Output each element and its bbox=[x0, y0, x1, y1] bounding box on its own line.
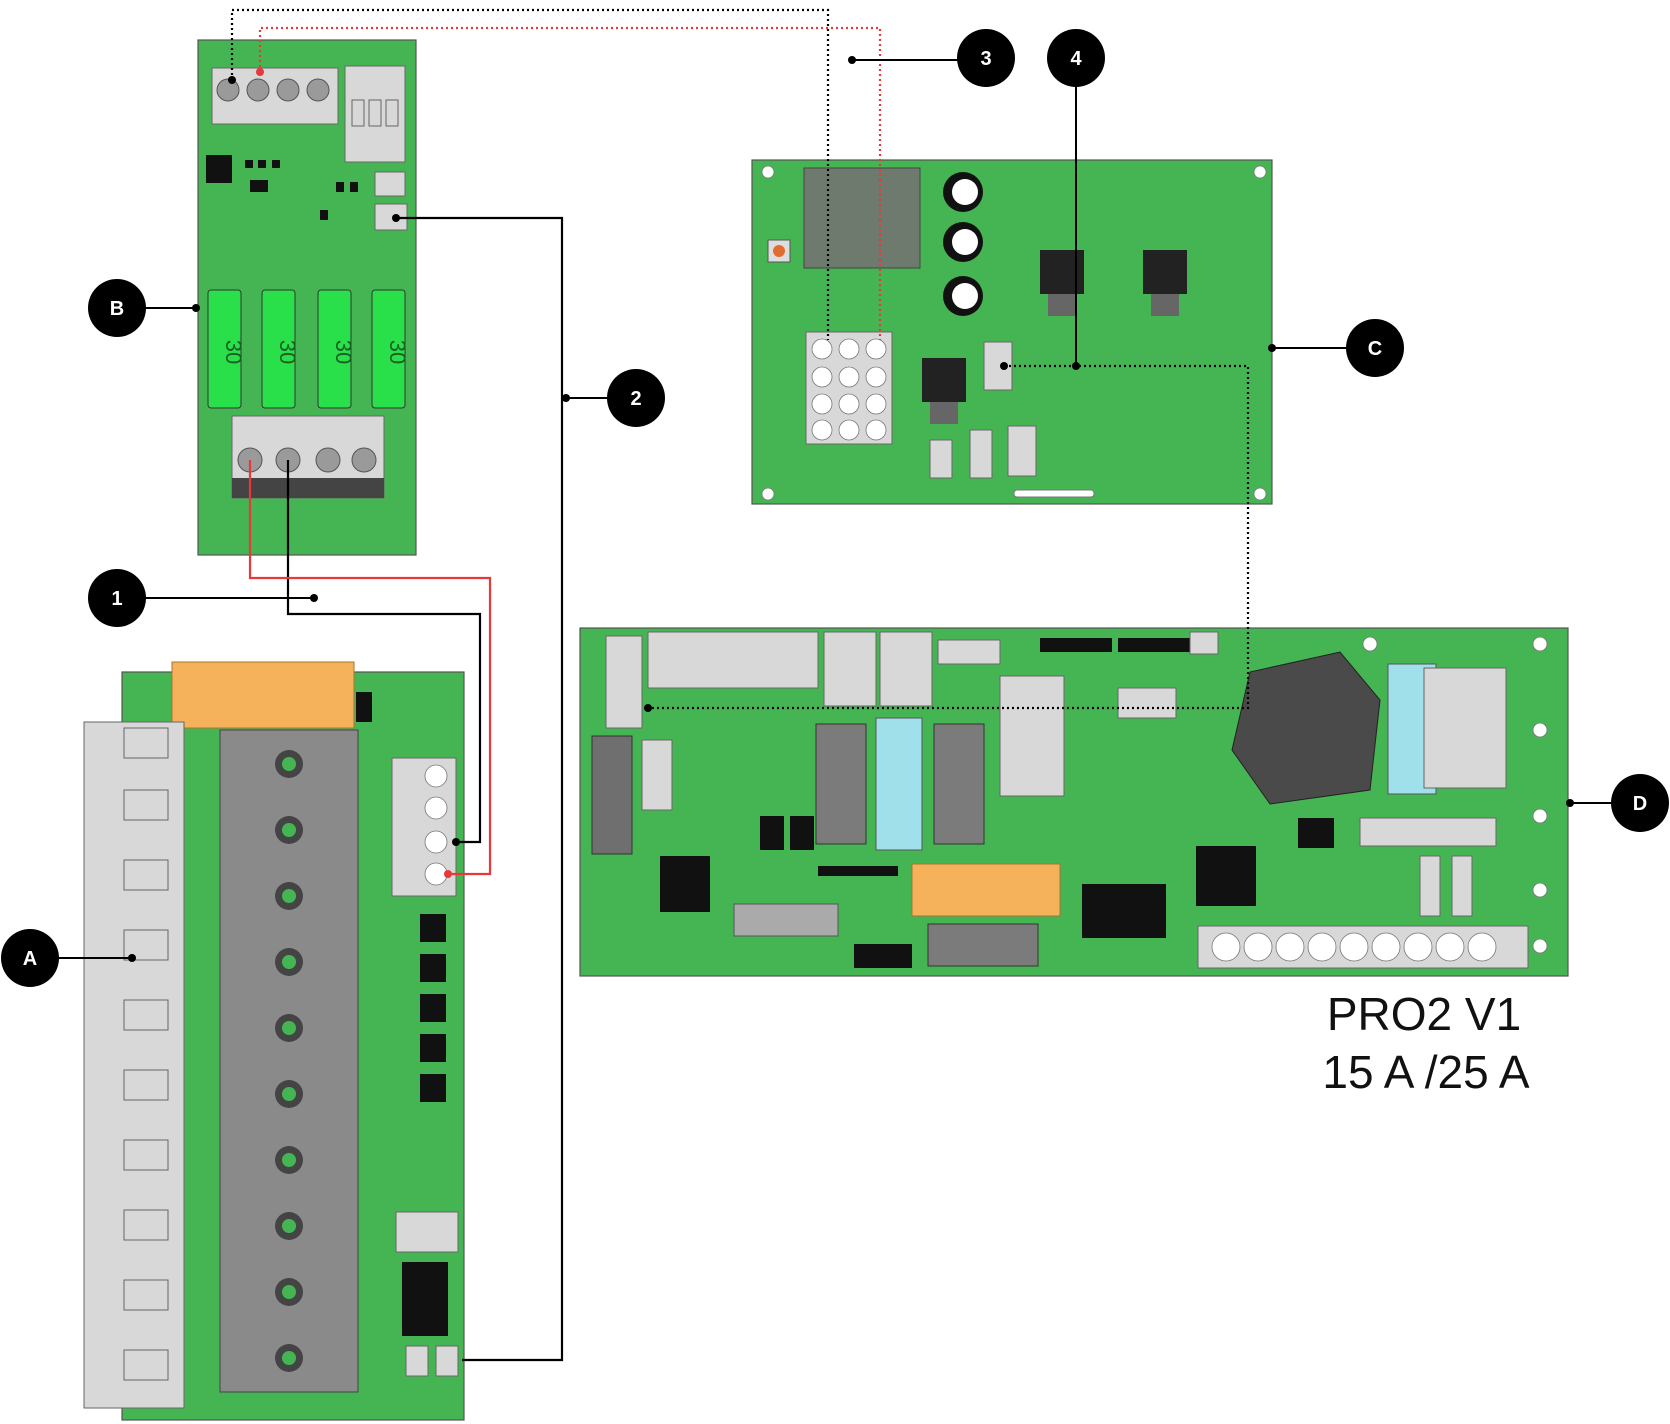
wire-2 bbox=[396, 216, 564, 1362]
capacitors bbox=[943, 172, 983, 316]
board-a-relay-column bbox=[219, 729, 359, 1393]
callout-1: 1 bbox=[88, 569, 318, 627]
callout-1-label: 1 bbox=[111, 588, 122, 610]
wire-3-red bbox=[258, 26, 882, 340]
board-a-ics bbox=[420, 914, 446, 1102]
callout-3-label: 3 bbox=[980, 48, 991, 70]
board-b: 30 30 30 30 bbox=[197, 39, 417, 556]
fuse: 30 bbox=[371, 289, 410, 409]
board-a bbox=[83, 661, 465, 1421]
fuse-row: 30 30 30 30 bbox=[207, 289, 410, 409]
board-d-capacitor bbox=[1231, 651, 1381, 805]
wire-4 bbox=[648, 364, 1250, 710]
board-d bbox=[579, 627, 1569, 977]
board-a-relay bbox=[171, 661, 355, 729]
transformer bbox=[803, 167, 921, 269]
callout-3: 3 bbox=[848, 29, 1015, 87]
callout-c-label: C bbox=[1368, 338, 1382, 360]
callout-4-label: 4 bbox=[1070, 48, 1082, 70]
callout-4: 4 bbox=[1047, 29, 1105, 370]
callout-2: 2 bbox=[562, 369, 665, 427]
model-label: PRO2 V1 15 A /25 A bbox=[1322, 988, 1530, 1098]
wire-3-black bbox=[230, 8, 830, 340]
callouts: A B C D 1 bbox=[1, 29, 1669, 987]
board-b-ic bbox=[206, 155, 232, 183]
callout-a: A bbox=[1, 929, 136, 987]
board-d-top-leds bbox=[1040, 638, 1190, 652]
fuse: 30 bbox=[261, 289, 300, 409]
board-c-12pin-connector bbox=[805, 331, 893, 445]
callout-d-label: D bbox=[1633, 793, 1647, 815]
fuse: 30 bbox=[207, 289, 246, 409]
board-a-output-connectors bbox=[83, 721, 185, 1409]
wire-1-red bbox=[248, 460, 492, 876]
wire-1-black bbox=[286, 460, 482, 844]
callout-2-label: 2 bbox=[630, 388, 641, 410]
board-d-main-connector bbox=[1197, 925, 1529, 969]
callout-a-label: A bbox=[23, 948, 37, 970]
fuse: 30 bbox=[317, 289, 356, 409]
callout-c: C bbox=[1268, 319, 1404, 377]
callout-d: D bbox=[1566, 774, 1669, 832]
board-d-relay bbox=[911, 863, 1061, 917]
fuse-label: 30 bbox=[275, 340, 300, 364]
fuse-label: 30 bbox=[385, 340, 410, 364]
fuse-label: 30 bbox=[331, 340, 356, 364]
fuse-label: 30 bbox=[221, 340, 246, 364]
board-c bbox=[751, 159, 1273, 505]
wiring bbox=[228, 8, 1250, 1362]
model-name: PRO2 V1 bbox=[1327, 988, 1521, 1040]
board-b-bottom-terminal bbox=[231, 415, 385, 499]
callout-b-label: B bbox=[110, 298, 124, 320]
callout-b: B bbox=[88, 279, 200, 337]
model-current-rating: 15 A /25 A bbox=[1322, 1046, 1530, 1098]
